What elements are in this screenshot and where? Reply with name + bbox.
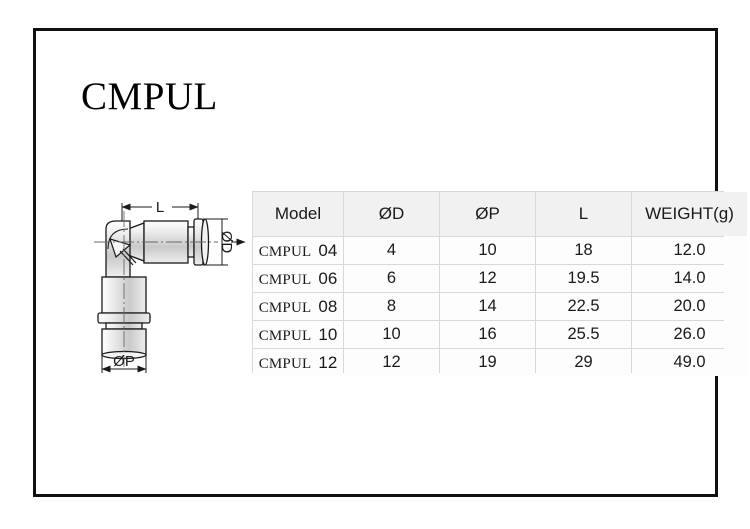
cell-weight: 26.0 — [632, 321, 747, 348]
page-title: CMPUL — [81, 75, 218, 118]
cell-model: CMPUL 04 — [253, 237, 343, 264]
cell-l: 25.5 — [536, 321, 631, 348]
table-header-row: Model ØD ØP L WEIGHT(g) — [253, 192, 747, 236]
cell-p: 16 — [440, 321, 535, 348]
cell-weight: 49.0 — [632, 349, 747, 376]
cell-l: 22.5 — [536, 293, 631, 320]
dimension-tube-diameter — [203, 218, 246, 266]
table-row: CMPUL 12 12 19 29 49.0 — [253, 349, 747, 376]
cell-d: 6 — [344, 265, 439, 292]
cell-weight: 14.0 — [632, 265, 747, 292]
cell-model: CMPUL 10 — [253, 321, 343, 348]
cell-d: 10 — [344, 321, 439, 348]
cell-d: 8 — [344, 293, 439, 320]
dimension-label-port-diameter: ØP — [113, 353, 135, 370]
table-row: CMPUL 08 8 14 22.5 20.0 — [253, 293, 747, 320]
cell-l: 18 — [536, 237, 631, 264]
model-size: 10 — [318, 324, 338, 344]
cell-model: CMPUL 06 — [253, 265, 343, 292]
cell-d: 4 — [344, 237, 439, 264]
cell-model: CMPUL 08 — [253, 293, 343, 320]
cell-p: 14 — [440, 293, 535, 320]
specification-table: Model ØD ØP L WEIGHT(g) CMPUL 04 4 10 18 … — [252, 191, 747, 376]
table-row: CMPUL 04 4 10 18 12.0 — [253, 237, 747, 264]
cell-l: 19.5 — [536, 265, 631, 292]
product-drawing: L ØD ØP — [86, 181, 246, 381]
column-header-model: Model — [253, 192, 343, 236]
model-prefix: CMPUL — [258, 243, 312, 260]
model-prefix: CMPUL — [258, 271, 312, 288]
cell-l: 29 — [536, 349, 631, 376]
centerlines — [94, 211, 218, 367]
column-header-p: ØP — [440, 192, 535, 236]
model-prefix: CMPUL — [258, 355, 312, 372]
model-size: 12 — [318, 352, 338, 372]
model-prefix: CMPUL — [258, 299, 312, 316]
cell-model: CMPUL 12 — [253, 349, 343, 376]
model-size: 08 — [318, 296, 338, 316]
model-size: 06 — [318, 268, 338, 288]
model-prefix: CMPUL — [258, 327, 312, 344]
cell-d: 12 — [344, 349, 439, 376]
table-row: CMPUL 10 10 16 25.5 26.0 — [253, 321, 747, 348]
cell-p: 19 — [440, 349, 535, 376]
column-header-weight: WEIGHT(g) — [632, 192, 747, 236]
table-row: CMPUL 06 6 12 19.5 14.0 — [253, 265, 747, 292]
dimension-port-diameter — [101, 355, 147, 373]
model-size: 04 — [318, 240, 338, 260]
cell-weight: 20.0 — [632, 293, 747, 320]
cell-p: 10 — [440, 237, 535, 264]
column-header-l: L — [536, 192, 631, 236]
dimension-label-tube-diameter: ØD — [218, 231, 235, 254]
column-header-d: ØD — [344, 192, 439, 236]
cell-p: 12 — [440, 265, 535, 292]
dimension-label-length: L — [156, 199, 164, 216]
spec-sheet-frame: CMPUL — [33, 28, 747, 497]
cell-weight: 12.0 — [632, 237, 747, 264]
